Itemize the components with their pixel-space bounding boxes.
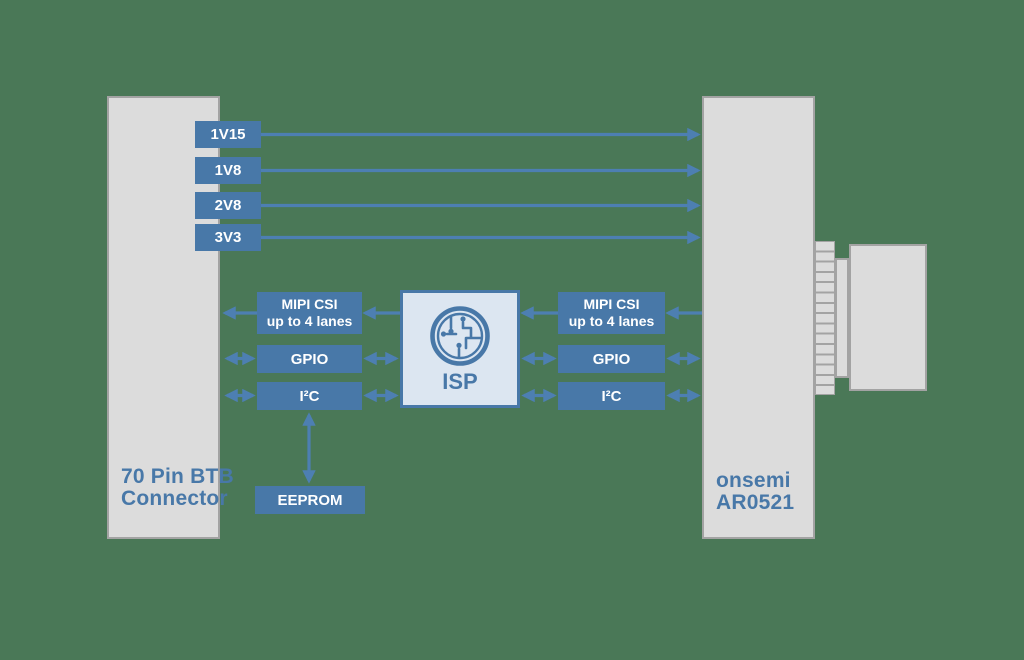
image-sensor-block: onsemi AR0521 — [702, 96, 815, 539]
bus-i2c-left: I²C — [257, 382, 362, 410]
bus-gpio-left: GPIO — [257, 345, 362, 373]
isp-label: ISP — [442, 369, 478, 394]
lens-mount-graphic — [849, 244, 927, 391]
flex-pins-graphic — [815, 241, 835, 395]
image-sensor-label: onsemi AR0521 — [716, 469, 795, 514]
circuit-chip-icon — [430, 306, 490, 366]
isp-block: ISP — [400, 290, 520, 408]
bus-mipi-csi-left: MIPI CSI up to 4 lanes — [257, 292, 362, 334]
bus-gpio-right: GPIO — [558, 345, 665, 373]
lens-barrel-graphic — [835, 258, 849, 378]
power-rail-1v8: 1V8 — [195, 157, 261, 184]
bus-i2c-right: I²C — [558, 382, 665, 410]
bus-mipi-csi-right: MIPI CSI up to 4 lanes — [558, 292, 665, 334]
btb-connector-label: 70 Pin BTB Connector — [121, 465, 234, 510]
power-rail-1v15: 1V15 — [195, 121, 261, 148]
power-rail-2v8: 2V8 — [195, 192, 261, 219]
power-rail-3v3: 3V3 — [195, 224, 261, 251]
eeprom-block: EEPROM — [255, 486, 365, 514]
